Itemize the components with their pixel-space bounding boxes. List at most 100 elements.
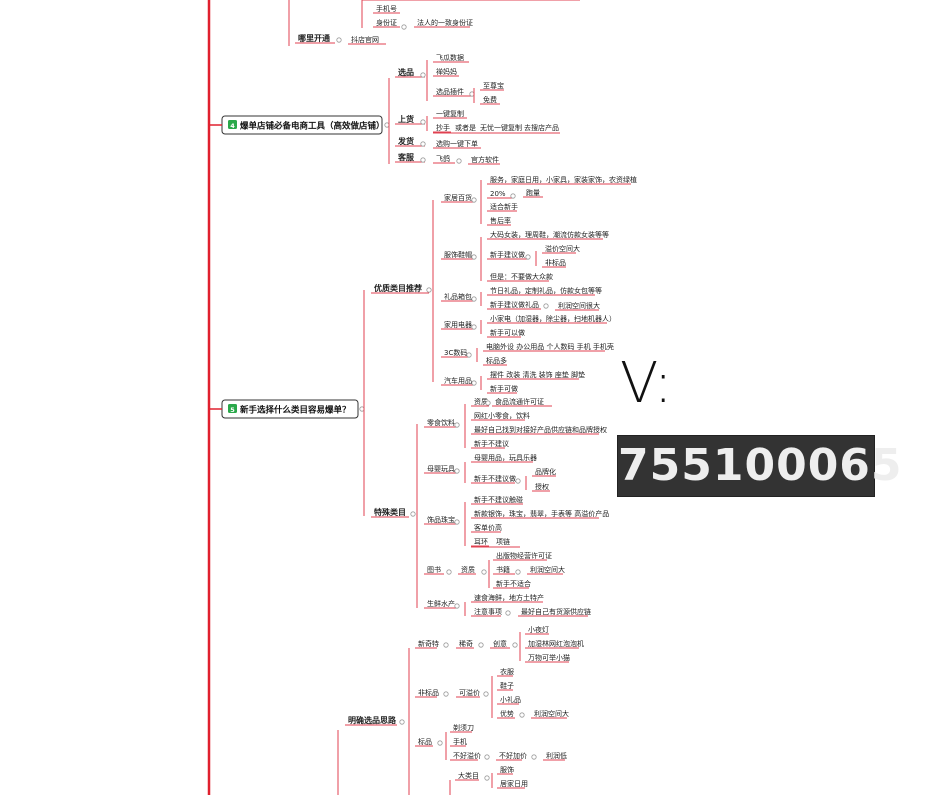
collapse-toggle-icon[interactable]	[454, 519, 460, 525]
mind-node: 官方软件	[471, 155, 499, 164]
mind-node: 新手可做	[490, 384, 518, 393]
collapse-toggle-icon[interactable]	[525, 254, 531, 260]
mind-node: 新款银饰，珠宝，翡翠，手表等 高溢价产品	[474, 509, 609, 518]
mind-node: 新手不建议触碰	[474, 495, 523, 504]
mind-node: 非标品	[418, 688, 439, 697]
collapse-toggle-icon[interactable]	[481, 569, 487, 575]
collapse-toggle-icon[interactable]	[420, 72, 426, 78]
collapse-toggle-icon[interactable]	[336, 37, 342, 43]
collapse-toggle-icon[interactable]	[484, 775, 490, 781]
collapse-toggle-icon[interactable]	[466, 352, 472, 358]
collapse-toggle-icon[interactable]	[471, 380, 477, 386]
collapse-toggle-icon[interactable]	[515, 478, 521, 484]
mind-node: 手机	[453, 737, 467, 746]
mind-node: 食品流通许可证	[495, 397, 544, 406]
mind-node: 授权	[535, 482, 549, 491]
collapse-toggle-icon[interactable]	[543, 303, 549, 309]
mind-node: 电脑外设 办公用品 个人数码 手机 手机壳	[486, 342, 614, 351]
mind-node: 非标品	[545, 258, 566, 267]
mind-node: 稀奇	[459, 639, 473, 648]
mind-node: 飞瓜数据	[436, 53, 464, 62]
mind-node: 售后率	[490, 216, 511, 225]
mind-node: 手机号	[376, 4, 397, 13]
collapse-toggle-icon[interactable]	[515, 569, 521, 575]
collapse-toggle-icon[interactable]	[512, 642, 518, 648]
mind-node: 生鲜水产	[427, 599, 455, 608]
collapse-toggle-icon[interactable]	[399, 719, 405, 725]
mind-node: 零食饮料	[427, 418, 455, 427]
mind-node: 至尊宝	[483, 81, 504, 90]
mind-node: 书籍	[496, 565, 510, 574]
mind-node: 资质	[461, 565, 475, 574]
collapse-toggle-icon[interactable]	[478, 642, 484, 648]
collapse-toggle-icon[interactable]	[437, 740, 443, 746]
mind-node: 法人的一致身份证	[417, 18, 473, 27]
collapse-toggle-icon[interactable]	[483, 691, 489, 697]
mind-node: 无忧一键复制	[480, 123, 522, 132]
collapse-toggle-icon[interactable]	[484, 754, 490, 760]
mind-node: 可溢价	[459, 688, 480, 697]
collapse-toggle-icon[interactable]	[420, 119, 426, 125]
collapse-toggle-icon[interactable]	[426, 287, 432, 293]
collapse-toggle-icon[interactable]	[454, 422, 460, 428]
mind-node: 最好自己有货源供应链	[521, 607, 591, 616]
collapse-toggle-icon[interactable]	[443, 642, 449, 648]
mind-node: 溢价空间大	[545, 244, 580, 253]
mind-node: 新手建议做礼品	[490, 300, 539, 309]
mind-node: 鞋子	[500, 681, 514, 690]
topic-number-badge	[228, 404, 237, 413]
collapse-toggle-icon[interactable]	[531, 754, 537, 760]
collapse-toggle-icon[interactable]	[471, 254, 477, 260]
mind-node: 3C数码	[444, 348, 467, 357]
mind-node: 新手可以做	[490, 328, 525, 337]
mind-node: 新手不建议	[474, 439, 509, 448]
mind-node: 加湿林网红泡泡机	[528, 639, 584, 648]
mind-node: 居家日用	[500, 779, 528, 788]
collapse-toggle-icon[interactable]	[454, 603, 460, 609]
collapse-toggle-icon[interactable]	[446, 569, 452, 575]
collapse-toggle-icon[interactable]	[505, 610, 511, 616]
mind-node: 大码女装，理周鞋，潮流仿款女装等等	[490, 230, 609, 239]
mind-node: 选品插件	[436, 87, 464, 96]
branch-label: 哪里开通	[298, 33, 330, 43]
collapse-toggle-icon[interactable]	[519, 712, 525, 718]
mind-node: 或者是	[455, 123, 476, 132]
collapse-toggle-icon[interactable]	[456, 158, 462, 164]
branch-label: 明确选品思路	[348, 715, 397, 725]
mind-node: 20%	[490, 190, 506, 198]
collapse-toggle-icon[interactable]	[471, 197, 477, 203]
mind-node: 衣服	[500, 667, 514, 676]
mind-node: 新奇特	[418, 639, 439, 648]
mind-node: 注意事项	[474, 607, 502, 616]
collapse-toggle-icon[interactable]	[454, 468, 460, 474]
collapse-toggle-icon[interactable]	[410, 511, 416, 517]
collapse-toggle-icon[interactable]	[471, 296, 477, 302]
mind-node: 优势	[500, 709, 514, 718]
collapse-toggle-icon[interactable]	[471, 324, 477, 330]
mind-node: 抖店官网	[351, 35, 379, 44]
mind-node: 小夜灯	[528, 625, 549, 634]
mind-node: 身份证	[376, 18, 397, 27]
mind-node: 标品多	[486, 356, 507, 365]
mind-node: 家居百货	[444, 193, 472, 202]
branch-label: 上货	[398, 114, 414, 124]
mind-node: 但是：不要做大众款	[490, 272, 553, 281]
collapse-toggle-icon[interactable]	[485, 400, 491, 406]
mind-node: 网红小零食，饮料	[474, 411, 530, 420]
topic-number: 5	[230, 406, 235, 414]
mind-node: 客单价高	[474, 523, 502, 532]
collapse-toggle-icon[interactable]	[443, 691, 449, 697]
branch-label: 选品	[398, 67, 414, 77]
mind-node: 新手不建议做	[474, 474, 516, 483]
collapse-toggle-icon[interactable]	[420, 141, 426, 147]
topic-number: 4	[230, 122, 235, 130]
mind-node: 礼品箱包	[444, 292, 472, 301]
mind-node: 节日礼品，定制礼品，仿款女包等等	[490, 286, 602, 295]
collapse-toggle-icon[interactable]	[401, 24, 407, 30]
collapse-toggle-icon[interactable]	[420, 157, 426, 163]
mind-node: 利润低	[546, 751, 567, 760]
mind-node: 品牌化	[535, 467, 556, 476]
collapse-toggle-icon[interactable]	[510, 193, 516, 199]
mind-node: 抄手	[436, 123, 450, 132]
branch-label: 发货	[397, 136, 414, 146]
